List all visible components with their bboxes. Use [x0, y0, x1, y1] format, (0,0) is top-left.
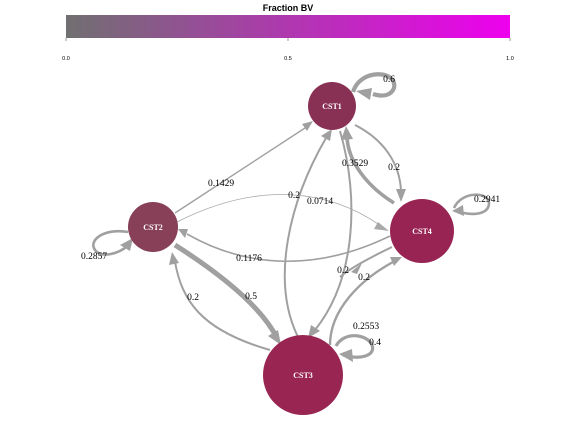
- edge-label-cst3-cst3: 0.4: [369, 338, 381, 348]
- colorbar-gradient: [66, 15, 510, 38]
- node-cst1: CST1: [308, 82, 356, 130]
- node-cst1-label: CST1: [322, 102, 342, 111]
- colorbar-title: Fraction BV: [263, 3, 314, 13]
- edge-cst2-cst4: [176, 194, 382, 227]
- node-cst3-circle: [263, 335, 343, 415]
- edge-label-cst4-cst4: 0.2941: [474, 195, 500, 205]
- edge-label-cst2-cst1: 0.1429: [208, 179, 234, 189]
- node-cst2: CST2: [128, 202, 178, 252]
- edge-cst1-cst1: [350, 72, 397, 98]
- edge-label-cst4-cst1: 0.3529: [342, 159, 368, 169]
- node-cst1-circle: [308, 82, 356, 130]
- edge-label-cst1-cst3: 0.2: [337, 266, 349, 276]
- colorbar: Fraction BV 0.0 0.5 1.0: [62, 3, 514, 62]
- edge-label-cst2-cst3: 0.5: [245, 292, 257, 302]
- colorbar-tick-label: 0.0: [62, 56, 70, 62]
- edge-cst3-cst3-arrowhead: [339, 349, 353, 362]
- node-cst3: CST3: [263, 335, 343, 415]
- edge-label-cst3-cst4: 0.2553: [353, 322, 379, 332]
- colorbar-tick-label: 1.0: [506, 56, 514, 62]
- node-cst2-circle: [128, 202, 178, 252]
- edge-cst1-cst4: [354, 124, 402, 192]
- edges-layer: [92, 72, 491, 362]
- edge-cst4-cst4: [452, 193, 491, 216]
- edge-cst4-cst4-arrowhead: [452, 205, 464, 216]
- edge-cst2-cst3: [173, 242, 279, 338]
- node-cst4-circle: [390, 199, 454, 263]
- edge-cst4-cst1: [345, 136, 395, 205]
- edge-label-cst1-cst1: 0.6: [383, 75, 395, 85]
- node-cst2-label: CST2: [143, 223, 163, 232]
- edge-label-cst2-cst4: 0.0714: [307, 197, 333, 207]
- edge-cst3-cst4: [328, 260, 394, 346]
- edge-cst3-cst3: [334, 334, 375, 359]
- edge-label-cst4-cst2: 0.1176: [236, 254, 262, 264]
- edge-cst2-cst2-arrowhead: [120, 238, 133, 251]
- edge-cst1-cst3: [314, 130, 353, 331]
- node-cst4: CST4: [390, 199, 454, 263]
- node-cst3-label: CST3: [293, 371, 313, 380]
- edge-label-cst4-cst3: 0.2: [358, 273, 370, 283]
- edge-labels: 0.6 0.2857 0.4 0.2941 0.1429 0.0714 0.11…: [81, 75, 500, 348]
- edge-cst3-cst4-arrowhead: [390, 257, 402, 266]
- edge-cst4-cst3-arrowhead: [351, 263, 362, 274]
- edge-cst2-cst1: [174, 127, 306, 214]
- edge-cst1-cst4-arrowhead: [396, 189, 406, 202]
- edge-label-cst3-cst2: 0.2: [187, 293, 199, 303]
- edge-cst3-cst2: [174, 261, 271, 351]
- edge-cst4-cst1-arrowhead: [341, 126, 353, 140]
- edge-label-cst2-cst2: 0.2857: [81, 252, 107, 262]
- edge-cst1-cst1-arrowhead: [356, 88, 372, 100]
- edge-cst1-cst3-arrowhead: [308, 325, 320, 338]
- edge-cst2-cst3-arrowhead: [268, 330, 281, 345]
- edge-label-cst1-cst4: 0.2: [388, 163, 400, 173]
- edge-cst3-cst1-arrowhead: [321, 129, 332, 141]
- nodes-layer: CST1 CST2 CST3 CST4: [128, 82, 454, 415]
- edge-cst4-cst3: [339, 246, 393, 278]
- edge-cst4-cst2-arrowhead: [178, 229, 188, 238]
- edge-cst2-cst1-arrowhead: [302, 121, 313, 131]
- node-cst4-label: CST4: [412, 227, 432, 236]
- edge-cst2-cst2: [92, 229, 131, 256]
- edge-cst2-cst4-arrowhead: [374, 222, 389, 231]
- edge-cst3-cst2-arrowhead: [169, 252, 179, 265]
- edge-label-cst3-cst1: 0.2: [288, 191, 300, 201]
- edge-cst3-cst1: [283, 137, 327, 338]
- colorbar-tick-label: 0.5: [284, 56, 292, 62]
